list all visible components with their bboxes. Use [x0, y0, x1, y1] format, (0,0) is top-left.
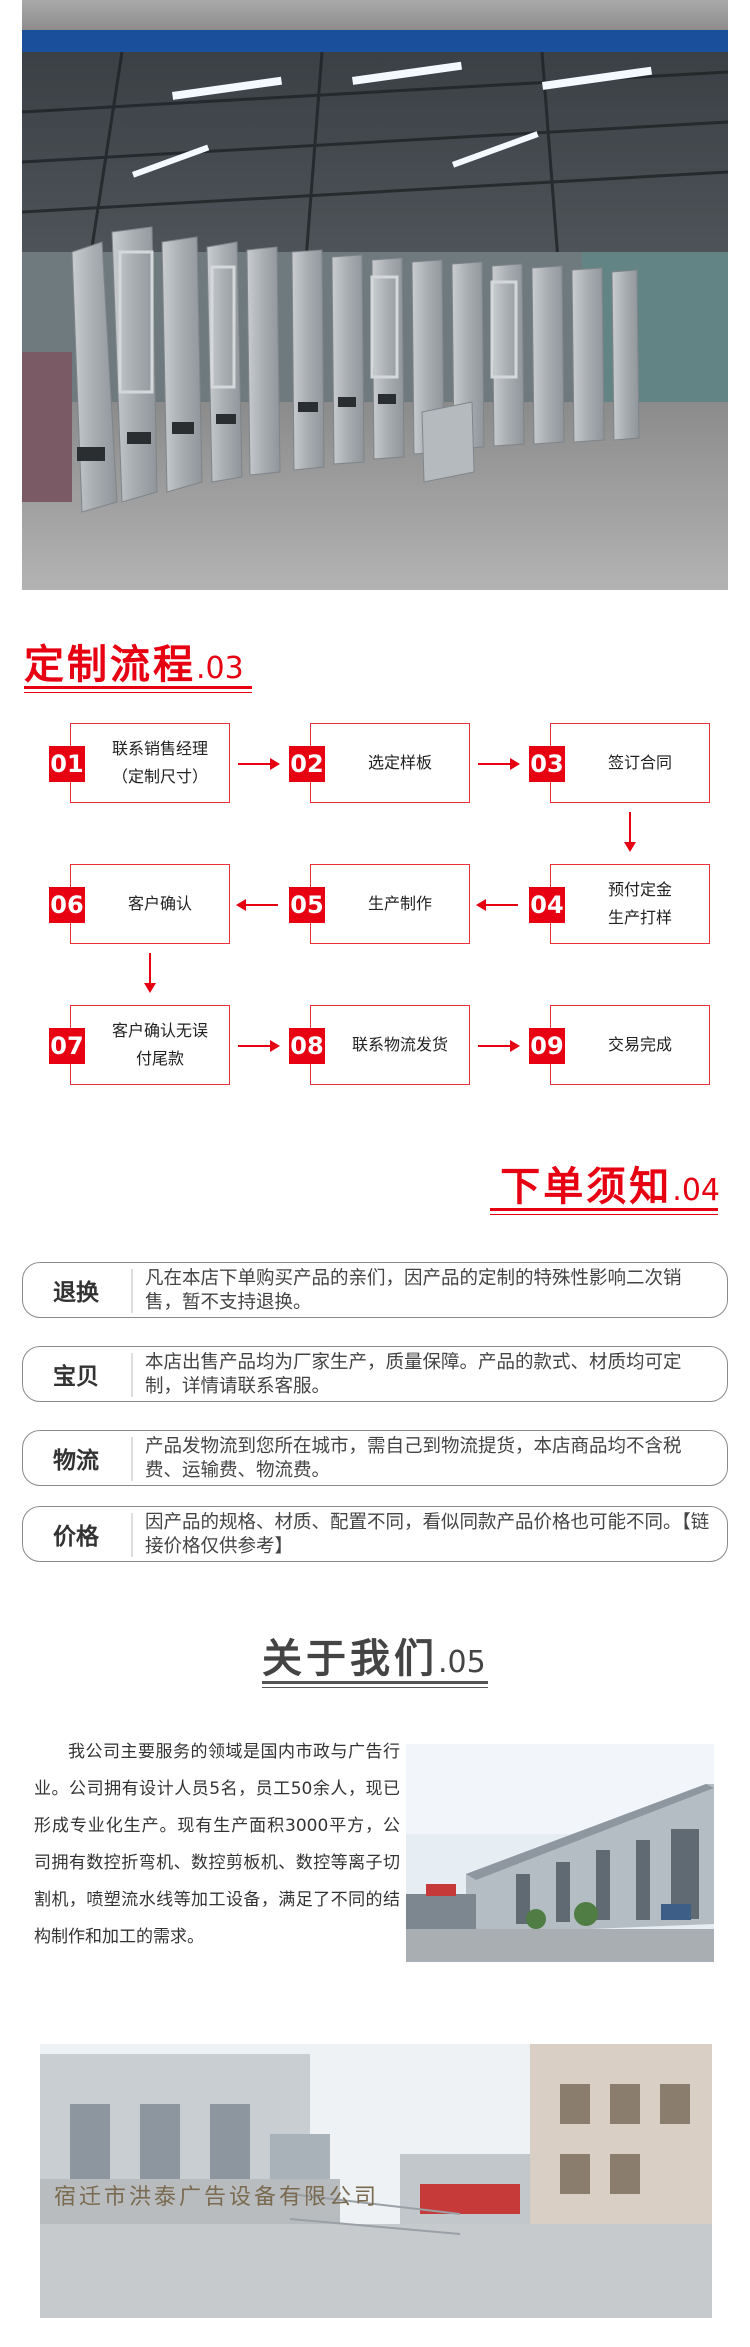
notice-divider — [131, 1353, 133, 1397]
notice-item-price: 价格 因产品的规格、材质、配置不同，看似同款产品价格也可能不同。【链接价格仅供参… — [22, 1506, 728, 1562]
process-step-08: 08 联系物流发货 — [289, 1005, 470, 1085]
step-number-badge: 02 — [289, 746, 325, 782]
about-description: 我公司主要服务的领域是国内市政与广告行业。公司拥有设计人员5名，员工50余人，现… — [34, 1742, 400, 1947]
process-title-underline-thin — [24, 692, 252, 693]
about-title-number: .05 — [438, 1645, 486, 1680]
notice-label: 物流 — [53, 1448, 99, 1474]
notice-item-logistics: 物流 产品发物流到您所在城市，需自己到物流提货，本店商品均不含税费、运输费、物流… — [22, 1430, 728, 1486]
step-label: 客户确认 — [127, 894, 192, 913]
step-label: 预付定金 生产打样 — [607, 880, 672, 927]
factory-product-photo — [22, 52, 728, 590]
arrow-down-icon — [144, 953, 156, 993]
notice-label: 价格 — [53, 1524, 99, 1550]
process-step-01: 01 联系销售经理 （定制尺寸） — [49, 723, 230, 803]
process-step-03: 03 签订合同 — [529, 723, 710, 803]
arrow-left-icon — [236, 899, 278, 911]
step-label: 联系物流发货 — [351, 1035, 448, 1054]
about-title-underline-thin — [262, 1687, 488, 1688]
notice-title-underline-thin — [490, 1214, 718, 1215]
notice-item-return: 退换 凡在本店下单购买产品的亲们，因产品的定制的特殊性影响二次销售，暂不支持退换… — [22, 1262, 728, 1318]
step-label: 交易完成 — [607, 1035, 672, 1054]
step-label: 客户确认无误 付尾款 — [111, 1021, 208, 1068]
arrow-left-icon — [476, 899, 518, 911]
notice-item-product: 宝贝 本店出售产品均为厂家生产，质量保障。产品的款式、材质均可定制，详情请联系客… — [22, 1346, 728, 1402]
blue-band — [22, 30, 728, 52]
step-number-badge: 09 — [529, 1028, 565, 1064]
step-number-badge: 05 — [289, 887, 325, 923]
arrow-down-icon — [624, 812, 636, 852]
notice-title-underline — [490, 1208, 718, 1211]
process-step-07: 07 客户确认无误 付尾款 — [49, 1005, 230, 1085]
step-label: 签订合同 — [607, 753, 672, 772]
about-section-title: 关于我们.05 — [262, 1626, 486, 1684]
notice-title-text: 下单须知 — [500, 1164, 673, 1210]
notice-label: 退换 — [53, 1280, 99, 1306]
notice-text: 产品发物流到您所在城市，需自己到物流提货，本店商品均不含税费、运输费、物流费。 — [145, 1436, 682, 1481]
process-section-title: 定制流程.03 — [24, 632, 244, 690]
about-title-text: 关于我们 — [262, 1636, 438, 1682]
notice-text: 因产品的规格、材质、配置不同，看似同款产品价格也可能不同。【链接价格仅供参考】 — [145, 1512, 710, 1557]
process-step-04: 04 预付定金 生产打样 — [529, 864, 710, 944]
process-step-06: 06 客户确认 — [49, 864, 230, 944]
notice-divider — [131, 1437, 133, 1481]
step-label: 联系销售经理 （定制尺寸） — [111, 739, 208, 786]
process-step-09: 09 交易完成 — [529, 1005, 710, 1085]
step-number-badge: 01 — [49, 746, 85, 782]
step-label: 生产制作 — [367, 894, 432, 913]
notice-section-title: 下单须知.04 — [500, 1154, 720, 1212]
step-number-badge: 04 — [529, 887, 565, 923]
process-title-text: 定制流程 — [24, 642, 196, 688]
notice-divider — [131, 1269, 133, 1313]
arrow-right-icon — [238, 1040, 280, 1052]
process-step-05: 05 生产制作 — [289, 864, 470, 944]
process-step-02: 02 选定样板 — [289, 723, 470, 803]
arrow-right-icon — [478, 1040, 520, 1052]
process-title-underline — [24, 686, 252, 689]
step-number-badge: 08 — [289, 1028, 325, 1064]
step-number-badge: 06 — [49, 887, 85, 923]
company-sign-text: 宿迁市洪泰广告设备有限公司 — [54, 2185, 379, 2210]
step-number-badge: 03 — [529, 746, 565, 782]
factory-building-photo — [406, 1744, 714, 1962]
notice-text: 凡在本店下单购买产品的亲们，因产品的定制的特殊性影响二次销售，暂不支持退换。 — [145, 1268, 682, 1313]
notice-label: 宝贝 — [53, 1364, 99, 1390]
process-title-number: .03 — [196, 651, 244, 686]
about-title-underline — [262, 1681, 488, 1684]
notice-text: 本店出售产品均为厂家生产，质量保障。产品的款式、材质均可定制，详情请联系客服。 — [145, 1352, 682, 1397]
arrow-right-icon — [478, 758, 520, 770]
notice-title-number: .04 — [672, 1173, 720, 1208]
arrow-right-icon — [238, 758, 280, 770]
step-label: 选定样板 — [367, 753, 432, 772]
company-gate-photo: 宿迁市洪泰广告设备有限公司 — [40, 2044, 712, 2318]
step-number-badge: 07 — [49, 1028, 85, 1064]
top-photo-strip — [22, 0, 728, 30]
notice-divider — [131, 1513, 133, 1557]
